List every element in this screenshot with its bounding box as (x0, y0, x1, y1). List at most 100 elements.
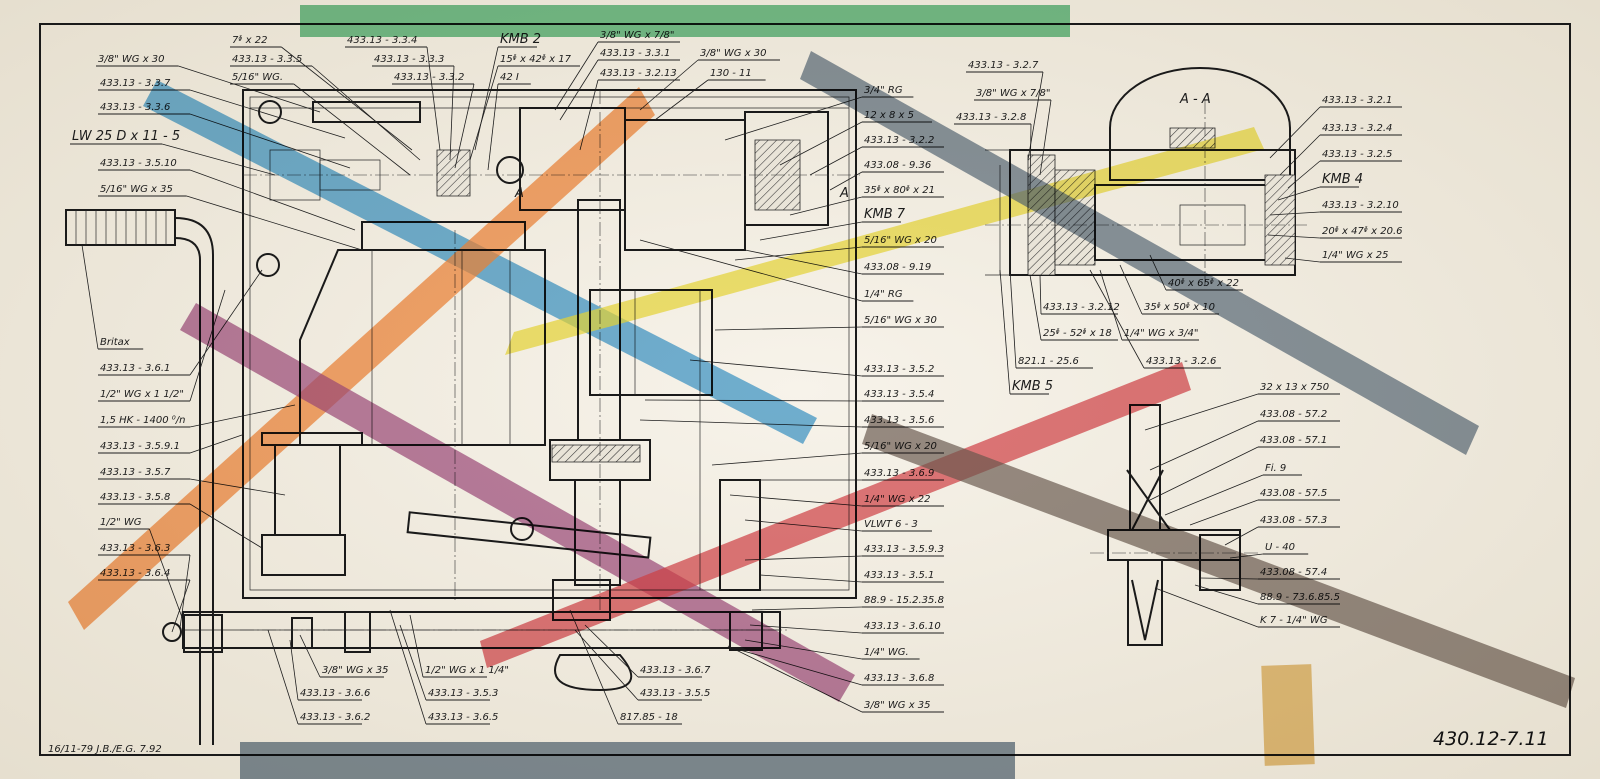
leader-line (1189, 499, 1259, 526)
section-right-label-4: 433.13 - 3.2.10 (1322, 200, 1399, 211)
middle-label-20: 433.13 - 3.6.10 (864, 621, 941, 632)
leader-line (744, 555, 863, 561)
leader-line (409, 614, 424, 678)
tape-navy-diagonal (800, 51, 1479, 455)
leader-line (426, 46, 441, 151)
bottom-label-5: 433.13 - 3.6.5 (428, 712, 498, 723)
tape-green (300, 5, 1070, 37)
pulley-label-9: K 7 - 1/4" WG (1260, 615, 1328, 626)
middle-label-3: 433.08 - 9.36 (864, 160, 931, 171)
leader-line (559, 59, 599, 121)
pulley-label-2: 433.08 - 57.1 (1260, 435, 1327, 446)
leader-line (189, 89, 346, 139)
leader-line (724, 96, 863, 141)
leader-line (311, 65, 421, 161)
leader-line (186, 195, 363, 251)
leader-line (267, 629, 299, 725)
tape-purple (180, 303, 855, 702)
left-label-3: LW 25 D x 11 - 5 (72, 129, 180, 144)
middle-label-0: 3/4" RG (864, 85, 903, 96)
leader-line (1277, 186, 1321, 201)
section-right-label-6: 1/4" WG x 25 (1322, 250, 1389, 261)
bottom-label-0: 3/8" WG x 35 (322, 665, 389, 676)
leader-line (1039, 99, 1052, 176)
leader-line (1269, 106, 1321, 159)
leader-line (779, 121, 863, 166)
section-bottom-label-7: KMB 5 (1012, 379, 1053, 394)
leader-line (487, 83, 499, 171)
top-label-10: 433.13 - 3.3.1 (600, 48, 670, 59)
middle-label-7: 433.08 - 9.19 (864, 262, 931, 273)
bottom-label-7: 433.13 - 3.5.5 (640, 688, 710, 699)
tape-gold (1261, 664, 1315, 766)
leader-line (289, 639, 299, 701)
leader-line (469, 65, 499, 161)
leader-line (1009, 269, 1017, 369)
leader-line (751, 606, 863, 611)
bottom-label-6: 433.13 - 3.6.7 (640, 665, 711, 676)
middle-label-2: 433.13 - 3.2.2 (864, 135, 934, 146)
top-label-8: 42 I (500, 72, 519, 83)
leader-line (293, 83, 411, 176)
middle-label-12: 433.13 - 3.5.6 (864, 415, 934, 426)
middle-label-10: 433.13 - 3.5.2 (864, 364, 934, 375)
top-label-13: 130 - 11 (710, 68, 752, 79)
leader-line (1269, 211, 1321, 216)
tape-navy-bottom (240, 742, 1015, 779)
left-label-13: 1/2" WG (100, 517, 142, 528)
leader-line (639, 59, 699, 111)
tape-yellow (505, 127, 1264, 355)
leader-line (299, 634, 321, 678)
section-right-label-2: 433.13 - 3.2.5 (1322, 149, 1392, 160)
leader-line (1154, 587, 1259, 628)
leader-line (189, 404, 296, 428)
left-label-10: 433.13 - 3.5.9.1 (100, 441, 180, 452)
left-label-1: 433.13 - 3.3.7 (100, 78, 171, 89)
pulley-label-6: U - 40 (1265, 542, 1295, 553)
middle-label-16: VLWT 6 - 3 (864, 519, 918, 530)
leader-line (759, 574, 863, 583)
leader-line (454, 83, 475, 169)
leader-line (639, 419, 863, 428)
section-bottom-label-6: 433.13 - 3.2.6 (1146, 356, 1216, 367)
leader-line (1224, 526, 1259, 546)
leader-line (189, 434, 243, 454)
bottom-label-8: 817.85 - 18 (620, 712, 678, 723)
bottom-label-4: 433.13 - 3.5.3 (428, 688, 498, 699)
tape-red (480, 362, 1191, 668)
middle-label-22: 433.13 - 3.6.8 (864, 673, 934, 684)
leader-line (1144, 393, 1259, 431)
middle-label-8: 1/4" RG (864, 289, 903, 300)
leader-line (281, 46, 413, 151)
leader-line (1119, 264, 1143, 315)
middle-label-23: 3/8" WG x 35 (864, 700, 931, 711)
section-left-label-2: 433.13 - 3.2.8 (956, 112, 1026, 123)
leader-line (179, 554, 191, 629)
leader-line (759, 221, 863, 241)
middle-label-11: 433.13 - 3.5.4 (864, 389, 934, 400)
top-label-12: 3/8" WG x 30 (700, 48, 767, 59)
bottom-label-1: 433.13 - 3.6.6 (300, 688, 370, 699)
pulley-label-5: 433.08 - 57.3 (1260, 515, 1327, 526)
left-label-4: 433.13 - 3.5.10 (100, 158, 177, 169)
section-right-label-1: 433.13 - 3.2.4 (1322, 123, 1392, 134)
bottom-label-2: 433.13 - 3.6.2 (300, 712, 370, 723)
section-arrow-label-right: A (839, 186, 849, 201)
middle-label-5: KMB 7 (864, 207, 906, 222)
leader-line (574, 629, 639, 701)
pulley-label-1: 433.08 - 57.2 (1260, 409, 1327, 420)
top-label-4: 433.13 - 3.3.3 (374, 54, 444, 65)
leader-line (1099, 269, 1123, 341)
leader-line (1039, 274, 1042, 315)
section-bottom-label-3: 25ᶲ - 52ᶲ x 18 (1043, 328, 1112, 339)
leader-line (727, 645, 863, 713)
leader-line (809, 146, 863, 176)
top-label-5: 433.13 - 3.3.2 (394, 72, 464, 83)
leader-line (654, 79, 709, 121)
leader-line (714, 326, 863, 331)
section-bottom-label-5: 821.1 - 25.6 (1018, 356, 1079, 367)
leader-line (1194, 584, 1259, 605)
leader-line (1287, 160, 1321, 189)
leader-line (1149, 446, 1259, 501)
